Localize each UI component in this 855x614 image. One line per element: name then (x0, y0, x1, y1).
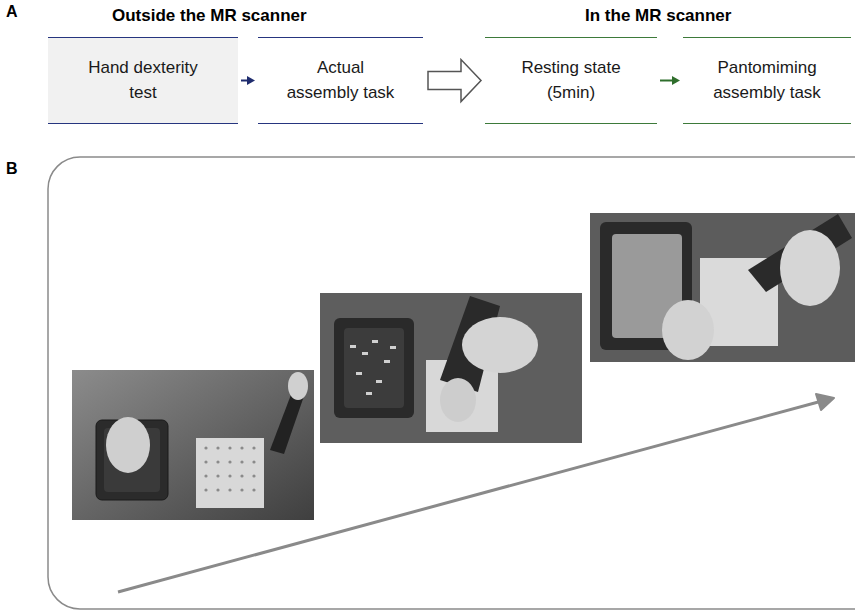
arrow-connector (241, 76, 255, 85)
process-box: Resting state (5min) (485, 37, 657, 124)
photo (72, 370, 314, 520)
box-label: Hand dexterity test (79, 56, 207, 105)
panel-letter: A (6, 3, 18, 21)
panel-outline (48, 157, 855, 609)
box-label: Resting state (5min) (515, 56, 627, 105)
arrow-head (816, 394, 834, 410)
process-box: Hand dexterity test (48, 37, 238, 124)
photo (590, 213, 855, 362)
process-box: Actual assembly task (258, 37, 423, 124)
progress-arrow (118, 401, 822, 592)
photo (320, 293, 582, 443)
box-label: Actual assembly task (282, 56, 400, 105)
group-heading: In the MR scanner (585, 6, 731, 26)
panel-letter: B (6, 160, 18, 178)
box-label: Pantomiming assembly task (708, 56, 826, 105)
block-arrow (428, 60, 481, 102)
process-box: Pantomiming assembly task (683, 37, 851, 124)
arrow-connector (660, 76, 680, 85)
group-heading: Outside the MR scanner (112, 6, 307, 26)
